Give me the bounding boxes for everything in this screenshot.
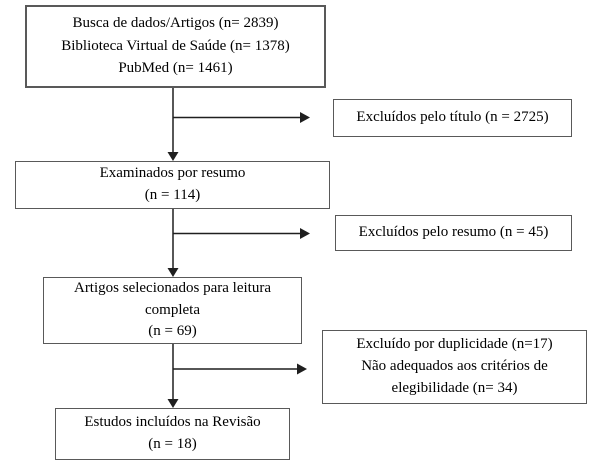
arrow-examinados-to-artigos bbox=[167, 209, 179, 277]
box-line: elegibilidade (n= 34) bbox=[391, 379, 518, 396]
box-line: Excluídos pelo resumo (n = 45) bbox=[358, 224, 549, 241]
box-excluded-duplicates-eligibility: Excluído por duplicidade (n=17) Não adeq… bbox=[322, 330, 587, 404]
box-line: PubMed (n= 1461) bbox=[118, 60, 233, 77]
box-studies-included: Estudos incluídos na Revisão (n = 18) bbox=[55, 408, 290, 460]
box-line: (n = 69) bbox=[148, 323, 197, 340]
box-selected-full-reading: Artigos selecionados para leitura comple… bbox=[43, 277, 302, 344]
box-database-search: Busca de dados/Artigos (n= 2839) Bibliot… bbox=[25, 5, 326, 88]
box-screened-by-abstract: Examinados por resumo (n = 114) bbox=[15, 161, 330, 209]
box-line: Não adequados aos critérios de bbox=[361, 358, 548, 375]
box-line: Biblioteca Virtual de Saúde (n= 1378) bbox=[61, 37, 290, 54]
box-line: Excluídos pelo título (n = 2725) bbox=[356, 109, 549, 126]
box-excluded-by-abstract: Excluídos pelo resumo (n = 45) bbox=[335, 215, 572, 251]
box-line: Busca de dados/Artigos (n= 2839) bbox=[72, 15, 279, 32]
arrow-artigos-to-excluidos-duplicidade bbox=[173, 363, 307, 375]
box-line: (n = 114) bbox=[144, 187, 201, 203]
arrow-busca-to-examinados bbox=[167, 88, 179, 161]
box-line: (n = 18) bbox=[148, 436, 197, 452]
box-line: Excluído por duplicidade (n=17) bbox=[356, 336, 553, 353]
arrow-artigos-to-estudos bbox=[167, 344, 179, 408]
arrow-busca-to-excluidos-titulo bbox=[173, 112, 310, 123]
box-line: Examinados por resumo bbox=[99, 165, 246, 182]
box-line: Artigos selecionados para leitura bbox=[73, 279, 271, 296]
box-line: Estudos incluídos na Revisão bbox=[84, 414, 261, 431]
box-excluded-by-title: Excluídos pelo título (n = 2725) bbox=[333, 99, 572, 137]
box-line: completa bbox=[145, 301, 200, 318]
arrow-examinados-to-excluidos-resumo bbox=[173, 228, 310, 239]
